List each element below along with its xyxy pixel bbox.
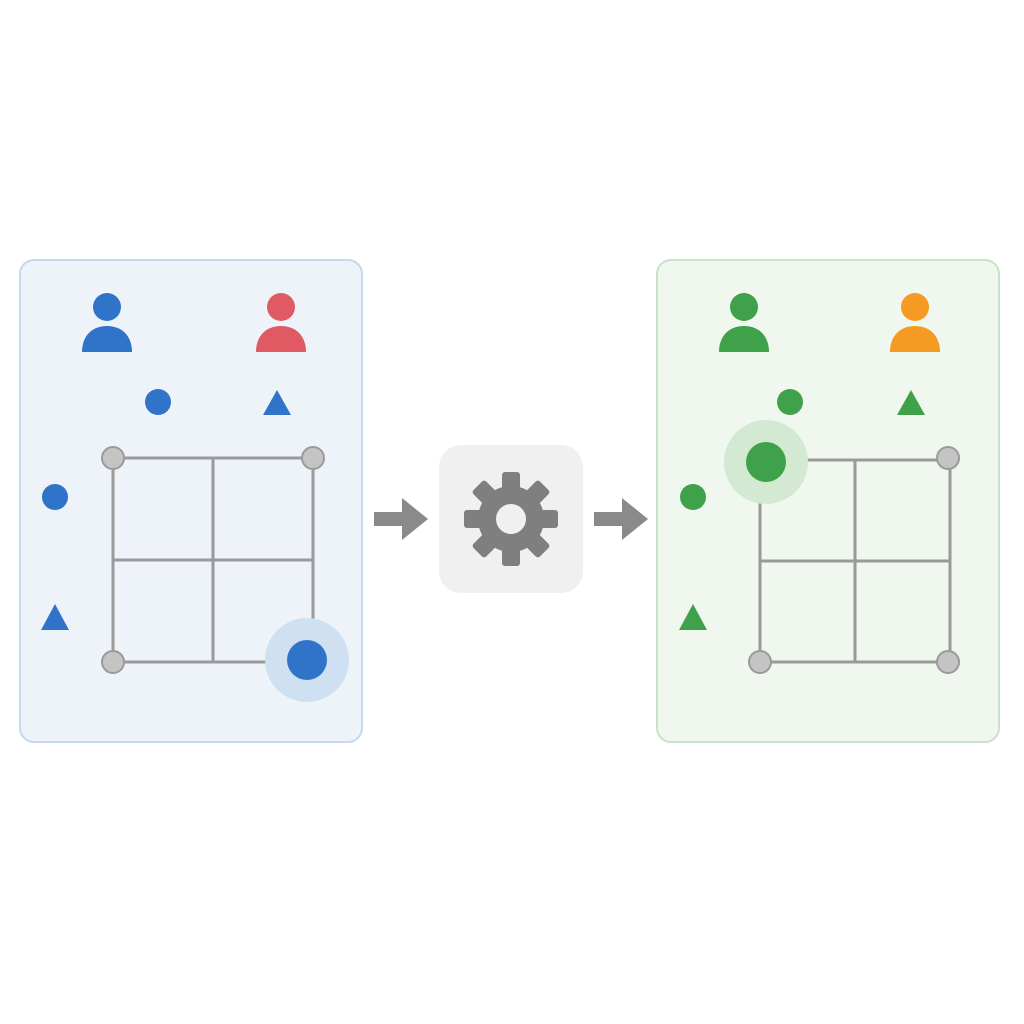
processor xyxy=(439,445,583,593)
grid-node xyxy=(936,650,960,674)
person-icon xyxy=(719,293,769,352)
grid xyxy=(758,458,952,664)
highlighted-node xyxy=(287,640,327,680)
grid-node xyxy=(101,650,125,674)
grid-node xyxy=(301,446,325,470)
triangle-marker xyxy=(263,390,291,415)
circle-marker xyxy=(145,389,171,415)
grid-node xyxy=(101,446,125,470)
gear-icon xyxy=(464,472,558,566)
circle-marker xyxy=(680,484,706,510)
person-icon xyxy=(890,293,940,352)
arrow-right-icon xyxy=(594,498,648,540)
triangle-marker xyxy=(41,604,69,630)
input-panel xyxy=(19,259,363,743)
grid-node xyxy=(936,446,960,470)
person-icon xyxy=(82,293,132,352)
person-icon xyxy=(256,293,306,352)
output-panel xyxy=(656,259,1000,743)
grid-node xyxy=(748,650,772,674)
arrow-right-icon xyxy=(374,498,428,540)
grid xyxy=(111,456,315,664)
output-panel-background xyxy=(656,259,1000,743)
circle-marker xyxy=(42,484,68,510)
input-panel-background xyxy=(19,259,363,743)
circle-marker xyxy=(777,389,803,415)
triangle-marker xyxy=(679,604,707,630)
triangle-marker xyxy=(897,390,925,415)
highlighted-node xyxy=(746,442,786,482)
